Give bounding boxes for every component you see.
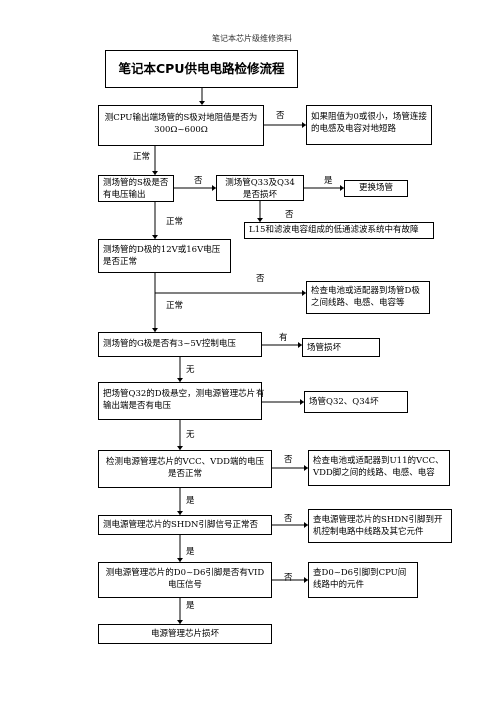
edge-label-none: 无 bbox=[186, 430, 195, 440]
result-mosfet-damaged: 场管损坏 bbox=[302, 338, 380, 357]
result-lowpass-filter-fault: L15和滤波电容组成的低通滤波系统中有故障 bbox=[244, 222, 434, 239]
page-header: 笔记本芯片级维修资料 bbox=[212, 34, 292, 43]
edge-label-normal: 正常 bbox=[166, 301, 184, 311]
step-check-g-voltage: 测场管的G极是否有3~5V控制电压 bbox=[98, 332, 262, 357]
edge-label-normal: 正常 bbox=[133, 152, 151, 162]
edge-label-no: 否 bbox=[284, 455, 293, 465]
result-pmic-damaged: 电源管理芯片损坏 bbox=[98, 624, 272, 644]
step-check-s-voltage: 测场管的S极是否有电压输出 bbox=[98, 175, 174, 202]
edge-label-no: 否 bbox=[284, 514, 293, 524]
step-float-q32-d: 把场管Q32的D极悬空，测电源管理芯片输出端是否有电压 bbox=[98, 382, 262, 420]
edge-label-no: 否 bbox=[284, 573, 293, 583]
result-check-vcc-vdd-path: 检查电池或适配器到U11的VCC、VDD脚之间的线路、电感、电容 bbox=[308, 450, 450, 486]
step-check-q33-q34: 测场管Q33及Q34是否损坏 bbox=[216, 175, 304, 201]
result-q32-q34-bad: 场管Q32、Q34坏 bbox=[304, 391, 408, 413]
step-check-resistance: 测CPU输出端场管的S极对地阻值是否为300Ω~600Ω bbox=[98, 105, 264, 146]
edge-label-has: 有 bbox=[279, 333, 288, 343]
step-check-d-voltage: 测场管的D极的12V或16V电压是否正常 bbox=[98, 239, 231, 273]
edge-label-yes: 是 bbox=[186, 547, 195, 557]
step-check-vid: 测电源管理芯片的D0~D6引脚是否有VID电压信号 bbox=[98, 562, 272, 598]
result-replace-mosfet: 更换场管 bbox=[344, 180, 408, 197]
result-check-shdn-path: 查电源管理芯片的SHDN引脚到开机控制电路中线路及其它元件 bbox=[308, 509, 452, 543]
edge-label-has: 有 bbox=[256, 389, 265, 399]
edge-label-none: 无 bbox=[186, 365, 195, 375]
step-check-vcc-vdd: 检测电源管理芯片的VCC、VDD端的电压是否正常 bbox=[98, 450, 272, 488]
edge-label-yes: 是 bbox=[186, 496, 195, 506]
edge-label-normal: 正常 bbox=[166, 217, 184, 227]
edge-label-no: 否 bbox=[285, 210, 294, 220]
edge-label-no: 否 bbox=[256, 274, 265, 284]
step-check-shdn: 测电源管理芯片的SHDN引脚信号正常否 bbox=[98, 515, 272, 535]
result-check-battery-to-d: 检查电池或适配器到场管D极之间线路、电感、电容等 bbox=[306, 281, 430, 314]
result-short-to-ground: 如果阻值为0或很小，场管连接的电感及电容对地短路 bbox=[306, 105, 432, 145]
flowchart-title: 笔记本CPU供电电路检修流程 bbox=[105, 50, 298, 88]
result-check-d0-d6-path: 查D0~D6引脚到CPU间线路中的元件 bbox=[308, 562, 418, 598]
edge-label-no: 否 bbox=[194, 176, 203, 186]
edge-label-yes: 是 bbox=[186, 601, 195, 611]
edge-label-yes: 是 bbox=[324, 176, 333, 186]
edge-label-no: 否 bbox=[276, 111, 285, 121]
